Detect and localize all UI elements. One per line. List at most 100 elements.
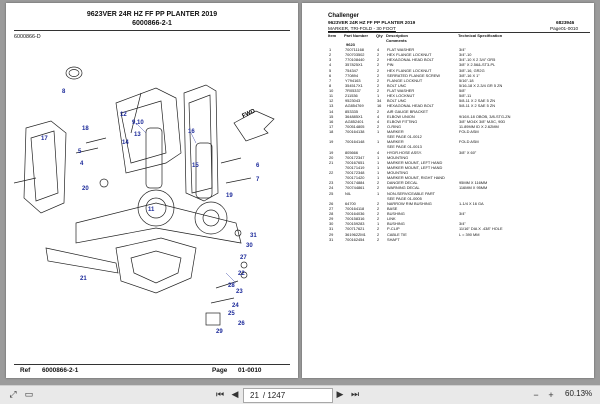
- callout-29: 29: [216, 329, 223, 335]
- cell-item: 13: [329, 103, 334, 109]
- cell-part-number: 700158316: [345, 216, 365, 222]
- zoom-in-icon[interactable]: +: [548, 389, 554, 400]
- cell-part-number: 700167651: [345, 159, 365, 165]
- col-spec: Technical Specification: [458, 33, 503, 38]
- callout-15: 15: [192, 163, 199, 169]
- cell-item: 27: [329, 205, 334, 211]
- cell-tech-spec: 3/8" X 60": [459, 149, 477, 155]
- cell-description: SERRATED FLANGE SCREW: [387, 72, 441, 78]
- cell-qty: 4: [377, 113, 380, 119]
- cell-tech-spec: L = 390 MM: [459, 231, 480, 237]
- cell-description: ELBOW UNION: [387, 113, 415, 119]
- page-ref: Page01-0010: [550, 26, 579, 31]
- cell-description: SEE PAGE 01-0012: [387, 134, 422, 140]
- callout-16: 16: [188, 129, 195, 135]
- cell-qty: 16: [377, 103, 382, 109]
- cell-description: SEE PAGE 01-0013: [387, 144, 422, 150]
- cell-description: HEX FLANGE LOCKNUT: [387, 67, 432, 73]
- callout-26: 26: [238, 321, 245, 327]
- cell-qty: 2: [377, 123, 380, 129]
- cell-part-number: 700711168: [345, 47, 364, 52]
- callout-13: 13: [134, 132, 141, 138]
- cell-description: SEE PAGE 01-0005: [387, 195, 422, 201]
- cell-qty: 2: [377, 77, 380, 83]
- cell-tech-spec: 5/8"-11: [459, 93, 472, 99]
- cell-item: 3: [329, 57, 332, 63]
- cell-qty: 4: [377, 118, 380, 124]
- cell-part-number: 64700: [345, 200, 356, 206]
- cell-tech-spec: 5/16"-18: [459, 77, 474, 83]
- page-total: / 1247: [262, 391, 286, 400]
- cell-qty: 2: [377, 185, 380, 191]
- callout-22: 22: [238, 271, 245, 277]
- cell-part-number: 700172347: [345, 154, 365, 160]
- cell-part-number: 700703502: [345, 52, 365, 58]
- cell-qty: 2: [377, 200, 380, 206]
- two-page-icon[interactable]: ▭: [24, 389, 34, 399]
- first-page-icon[interactable]: ⏮: [215, 389, 225, 399]
- cell-description: HEXAGONAL HEAD BOLT: [387, 57, 434, 63]
- cell-description: MARKER MOUNT, RIGHT HAND: [387, 175, 445, 181]
- zoom-out-icon[interactable]: −: [533, 389, 539, 400]
- cell-qty: 2: [377, 62, 380, 68]
- cell-item: 2: [329, 52, 332, 58]
- next-page-icon[interactable]: ▶: [336, 389, 344, 399]
- cell-description: BOLT UNC: [387, 98, 407, 104]
- cell-qty: 1: [377, 159, 380, 165]
- page-current[interactable]: 21: [250, 391, 259, 400]
- diagram-ref: 6000866-D: [14, 34, 41, 40]
- table-row: SEE PAGE 01-0005: [328, 196, 550, 201]
- fit-page-icon[interactable]: ⤢: [9, 389, 17, 399]
- cell-part-number: AG854769: [345, 103, 364, 109]
- table-row: SEE PAGE 01-0013: [328, 144, 550, 149]
- cell-item: 11: [329, 93, 334, 99]
- cell-qty: 2: [377, 108, 380, 114]
- cell-part-number: 754347: [345, 67, 358, 73]
- cell-part-number: 357825X1: [345, 62, 363, 68]
- cell-item: 10: [329, 88, 334, 93]
- footer-rule: [14, 364, 290, 365]
- cell-description: CABLE TIE: [387, 231, 407, 237]
- cell-tech-spec: 3/8"-16, GR2G: [459, 67, 485, 73]
- cell-qty: 2: [377, 52, 380, 58]
- callout-12: 12: [120, 112, 127, 118]
- cell-tech-spec: 3/8"-16 X 1": [459, 72, 480, 78]
- cell-item: 17: [329, 123, 334, 129]
- cell-part-number: 700717621: [345, 226, 365, 232]
- cell-item: 8: [329, 82, 332, 88]
- cell-description: WARNING DECAL: [387, 185, 420, 191]
- callout-4: 4: [80, 161, 84, 167]
- header-rule: [14, 30, 290, 31]
- cell-part-number: 770894: [345, 72, 358, 78]
- last-page-icon[interactable]: ⏭: [350, 389, 360, 399]
- cell-item: 20: [329, 154, 334, 160]
- footer-page-label: Page: [212, 367, 228, 374]
- cell-description: BOLT UNC: [387, 82, 407, 88]
- cell-item: 29: [329, 231, 334, 237]
- cell-part-number: 853335: [345, 108, 358, 114]
- viewer-toolbar: ⤢ ▭ ⏮ ◀ 21 / 1247 ▶ ⏭ − + 60.13%: [0, 385, 600, 404]
- cell-description: PIN: [387, 62, 394, 68]
- cell-item: 30: [329, 221, 334, 227]
- cell-qty: 2: [377, 67, 380, 73]
- cell-description: FLAT WASHER: [387, 47, 415, 52]
- cell-item: 31: [329, 226, 334, 232]
- cell-qty: 34: [377, 98, 382, 104]
- cell-item: 21: [329, 159, 334, 165]
- cell-item: 7: [329, 77, 332, 83]
- cell-tech-spec: 3/4": [459, 47, 466, 52]
- prev-page-icon[interactable]: ◀: [231, 389, 239, 399]
- page-number-field[interactable]: 21 / 1247: [243, 388, 333, 403]
- cell-description: FLAT WASHER: [387, 88, 415, 93]
